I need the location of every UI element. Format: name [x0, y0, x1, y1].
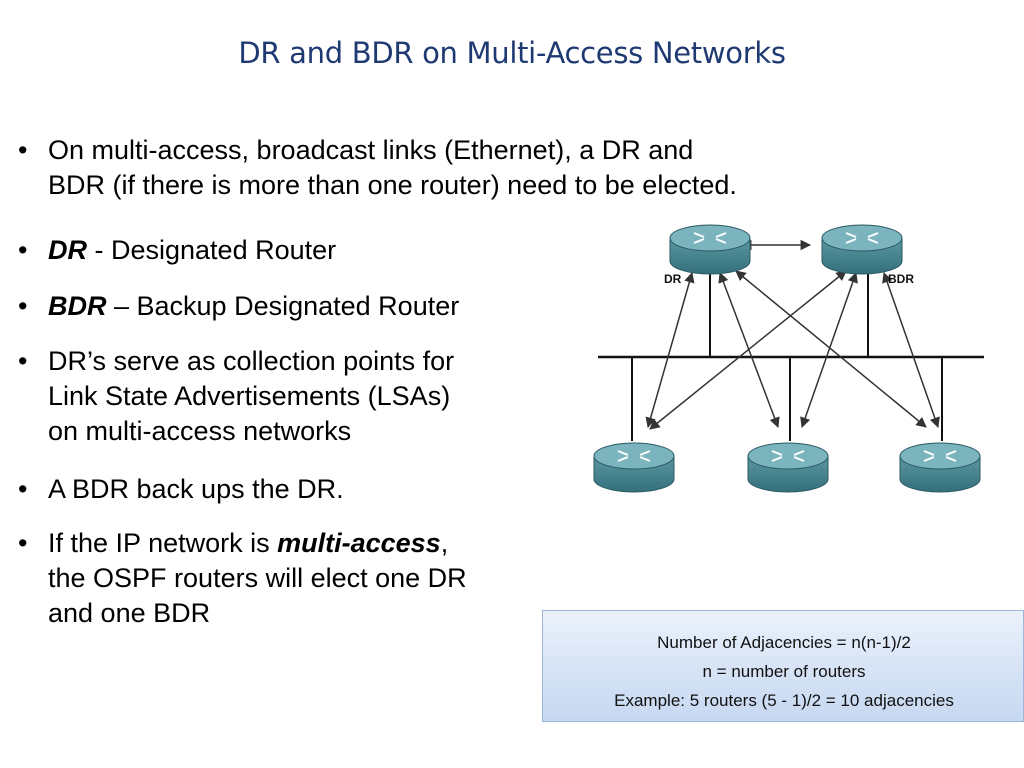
bullet-dot: •	[18, 291, 28, 321]
bullet-line: On multi-access, broadcast links (Ethern…	[48, 135, 694, 165]
bdr-router3-arrow	[649, 270, 847, 430]
router-3	[593, 442, 675, 493]
router-dr	[669, 224, 751, 275]
bullet-dot: •	[18, 474, 28, 504]
bdr-router5-arrow	[882, 272, 940, 428]
bullet-definition: – Backup Designated Router	[106, 291, 460, 321]
router-5	[899, 442, 981, 493]
formula-example: Example: 5 routers (5 - 1)/2 = 10 adjace…	[614, 691, 954, 710]
bullet-term: BDR	[48, 291, 107, 321]
dr-router3-arrow	[645, 271, 695, 429]
network-diagram: DR BDR	[593, 224, 984, 493]
bullet-line: DR’s serve as collection points for	[48, 346, 455, 376]
bullet-dot: •	[18, 528, 28, 558]
bdr-router4-arrow	[800, 272, 858, 428]
dr-router5-arrow	[735, 270, 927, 428]
bullet-term: DR	[48, 235, 87, 265]
formula-line: Number of Adjacencies = n(n-1)/2	[657, 633, 911, 652]
adjacency-formula-box: Number of Adjacencies = n(n-1)/2 n = num…	[542, 610, 1024, 722]
bullet-emphasis: multi-access	[277, 528, 441, 558]
bullet-line: and one BDR	[48, 598, 211, 628]
bullet-dot: •	[18, 235, 28, 265]
bullet-text: ,	[440, 528, 449, 558]
router-4	[747, 442, 829, 493]
slide-title: DR and BDR on Multi-Access Networks	[238, 36, 786, 70]
bullet-line: Link State Advertisements (LSAs)	[48, 381, 451, 411]
bullet-line: BDR (if there is more than one router) n…	[48, 170, 737, 200]
bullet-line: the OSPF routers will elect one DR	[48, 563, 467, 593]
bdr-label: BDR	[888, 272, 914, 286]
bullet-dot: •	[18, 346, 28, 376]
bullet-text: If the IP network is	[48, 528, 278, 558]
dr-label: DR	[664, 272, 682, 286]
bullet-line: on multi-access networks	[48, 416, 352, 446]
bullet-definition: - Designated Router	[87, 235, 337, 265]
bullet-dot: •	[18, 135, 28, 165]
bullet-line: A BDR back ups the DR.	[48, 474, 344, 504]
formula-definition: n = number of routers	[702, 662, 866, 681]
router-bdr	[821, 224, 903, 275]
